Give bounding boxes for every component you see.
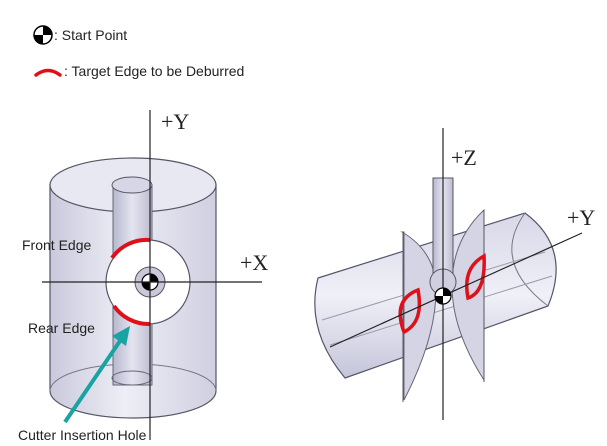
right-cylinder-rim (511, 212, 549, 307)
right-view (314, 128, 583, 420)
left-view (42, 110, 262, 440)
cutter-arrow-line (63, 336, 124, 424)
rear-edge-curve (112, 304, 151, 327)
right-axis-y-label: +Y (567, 205, 596, 230)
right-edge-right (465, 253, 486, 301)
cutter-hole-label: Cutter Insertion Hole (18, 427, 147, 443)
cutter-arrow-head (112, 326, 130, 346)
left-bore-bottom (111, 370, 153, 386)
start-point-icon (33, 25, 53, 45)
left-axis-x-label: +X (240, 250, 269, 275)
rear-edge-label: Rear Edge (28, 320, 95, 336)
legend-start-label: : Start Point (54, 27, 128, 43)
legend-edge-label: : Target Edge to be Deburred (64, 63, 245, 79)
legend-target-edge: : Target Edge to be Deburred (33, 63, 244, 79)
front-edge-label: Front Edge (22, 237, 92, 253)
target-edge-icon (34, 68, 62, 77)
left-axis-y-label: +Y (161, 109, 190, 134)
right-start-point-icon (434, 287, 452, 305)
right-axis-y-line (329, 232, 583, 348)
front-edge-curve (110, 237, 151, 260)
legend-start-point: : Start Point (33, 25, 127, 45)
left-bore-top (111, 176, 153, 194)
right-axis-z-label: +Z (451, 145, 477, 170)
